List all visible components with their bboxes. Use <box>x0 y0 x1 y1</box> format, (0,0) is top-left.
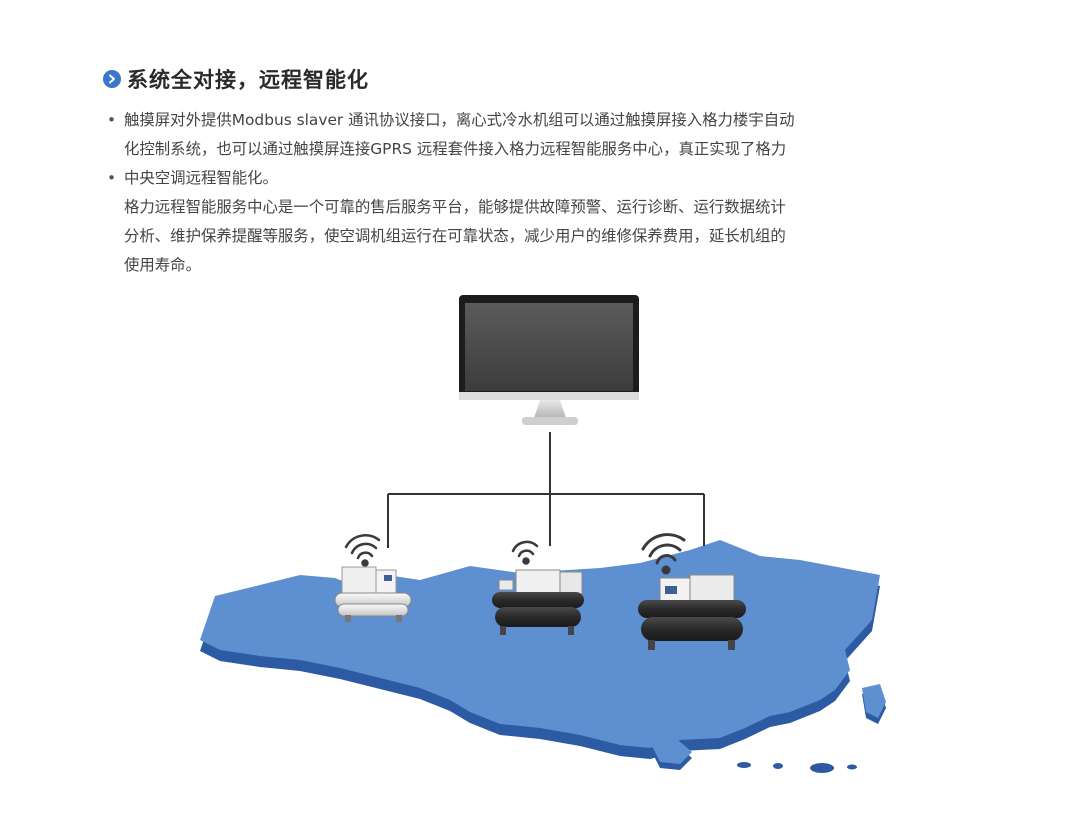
paragraph-line: 格力远程智能服务中心是一个可靠的售后服务平台，能够提供故障预警、运行诊断、运行数… <box>124 198 786 216</box>
section-heading: 系统全对接，远程智能化 <box>103 62 369 96</box>
bullet: • <box>107 111 117 129</box>
paragraph-line: 中央空调远程智能化。 <box>124 169 278 187</box>
chiller-unit-icon <box>492 569 584 635</box>
wifi-signal-icon <box>344 534 381 567</box>
monitor-icon <box>459 295 639 425</box>
chiller-unit-icon <box>638 574 746 650</box>
network-lines <box>387 432 705 548</box>
paragraph-line: 分析、维护保养提醒等服务，使空调机组运行在可靠状态，减少用户的维修保养费用，延长… <box>124 227 786 245</box>
chevron-right-icon <box>103 70 121 88</box>
wifi-signal-icon <box>641 533 686 575</box>
section-title: 系统全对接，远程智能化 <box>127 68 369 92</box>
paragraph-line: 化控制系统，也可以通过触摸屏连接GPRS 远程套件接入格力远程智能服务中心，真正… <box>124 140 787 158</box>
wifi-signal-icon <box>511 540 539 565</box>
chiller-unit-icon <box>334 566 412 622</box>
bullet: • <box>107 169 117 187</box>
paragraph-line: 触摸屏对外提供Modbus slaver 通讯协议接口，离心式冷水机组可以通过触… <box>124 111 795 129</box>
paragraph-line: 使用寿命。 <box>124 256 201 274</box>
paragraph-2: • 中央空调远程智能化。 格力远程智能服务中心是一个可靠的售后服务平台，能够提供故… <box>107 164 987 280</box>
paragraph-1: • 触摸屏对外提供Modbus slaver 通讯协议接口，离心式冷水机组可以通过… <box>107 106 987 164</box>
